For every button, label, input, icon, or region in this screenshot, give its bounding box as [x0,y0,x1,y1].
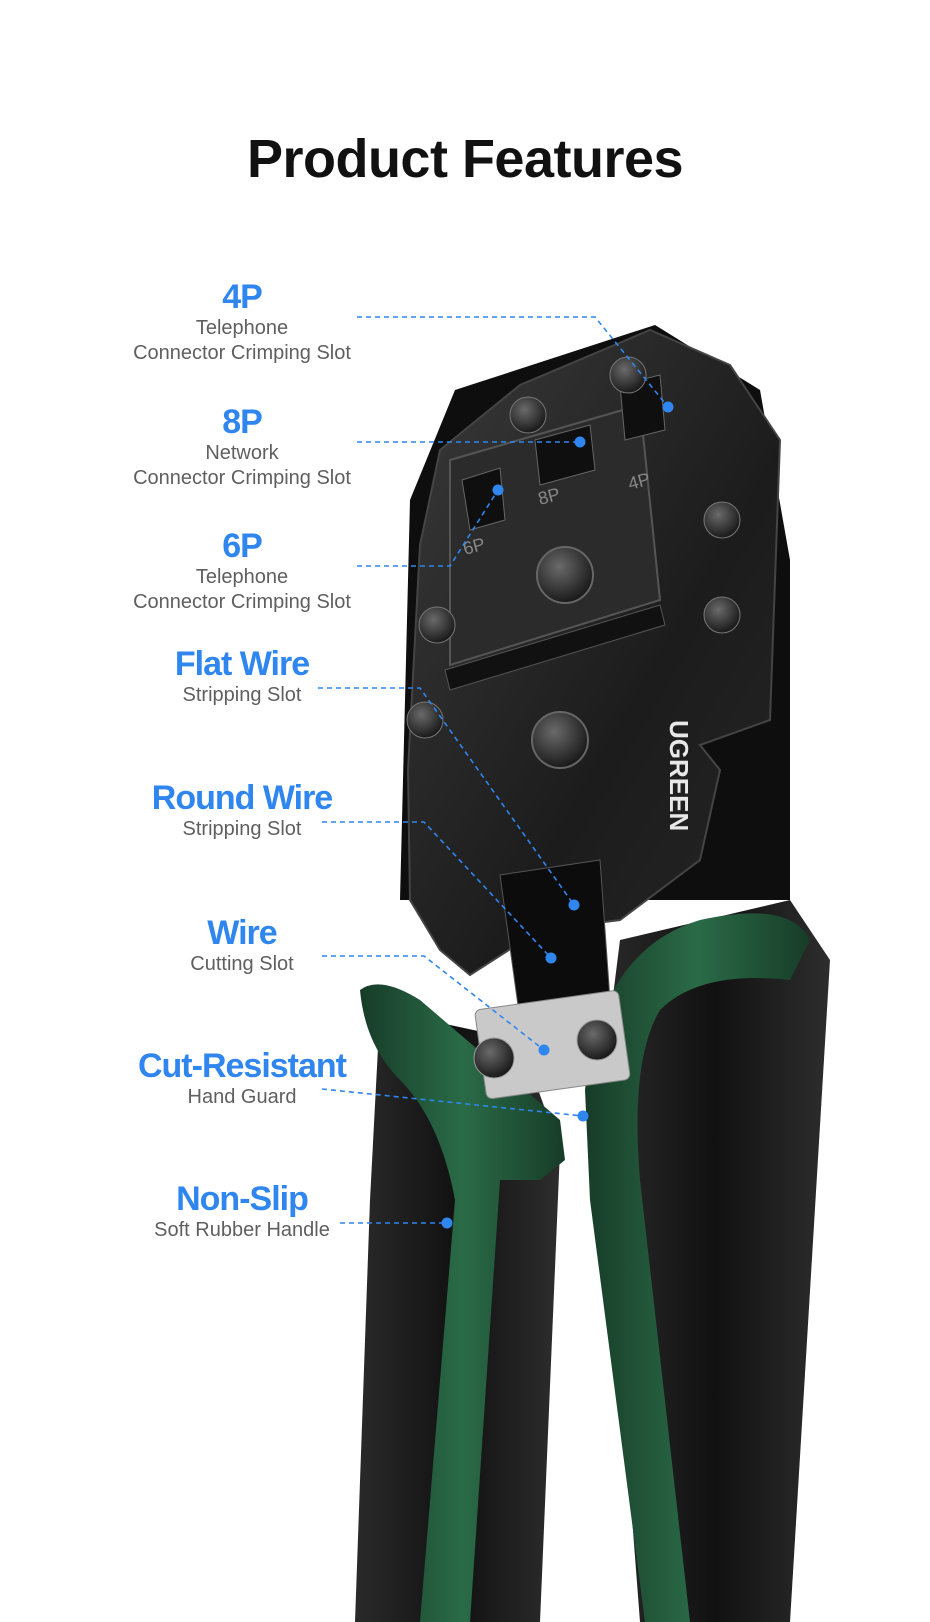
stripping-band [444,604,666,691]
feature-desc: Telephone [195,566,289,588]
feature-title: Non-Slip [176,1180,309,1218]
page-title: Product Features [246,129,684,189]
leader-dots [441,401,674,1229]
brand-logo: UGREEN [664,720,694,831]
left-handle-grip [360,984,565,1622]
leader-lines [318,316,669,1224]
feature-desc: Network [205,442,279,464]
feature-desc: Stripping Slot [182,684,302,706]
feature-title: Cut-Resistant [137,1047,347,1085]
feature-title: 6P [222,527,263,565]
feature-non-slip: Non-Slip Soft Rubber Handle [92,1180,392,1243]
screws [406,356,741,739]
pivot-lower [531,711,589,769]
feature-title: Round Wire [151,779,333,817]
feature-wire-cutting: Wire Cutting Slot [92,914,392,977]
cutter-screw-right [576,1019,618,1061]
feature-round-wire: Round Wire Stripping Slot [92,779,392,842]
right-handle-grip [585,913,810,1622]
feature-desc: Connector Crimping Slot [133,467,351,489]
leader-4p [357,316,669,408]
cutter-screw-left [473,1037,515,1079]
feature-title: 8P [222,403,263,441]
feature-desc: Hand Guard [187,1086,297,1108]
feature-desc: Connector Crimping Slot [133,342,351,364]
feature-desc: Connector Crimping Slot [133,591,351,613]
feature-flat-wire: Flat Wire Stripping Slot [92,645,392,708]
feature-desc: Soft Rubber Handle [154,1219,330,1241]
crimp-slot-6p [461,467,506,531]
leader-hand-guard [321,1088,584,1117]
crimp-slot-area [449,403,662,667]
leader-6p [357,489,499,567]
feature-desc: Stripping Slot [182,818,302,840]
feature-title: Flat Wire [174,645,310,683]
feature-desc: Cutting Slot [190,953,294,975]
feature-8p: 8P Network Connector Crimping Slot [92,403,392,491]
feature-4p: 4P Telephone Connector Crimping Slot [92,278,392,366]
feature-desc: Telephone [195,317,289,339]
leader-wire-cutting [322,955,545,1051]
pivot-upper [536,546,594,604]
feature-title: Wire [207,914,277,952]
feature-hand-guard: Cut-Resistant Hand Guard [92,1047,392,1110]
leader-round-wire [322,821,552,959]
leader-flat-wire [318,687,575,906]
feature-title: 4P [222,278,263,316]
feature-6p: 6P Telephone Connector Crimping Slot [92,527,392,615]
